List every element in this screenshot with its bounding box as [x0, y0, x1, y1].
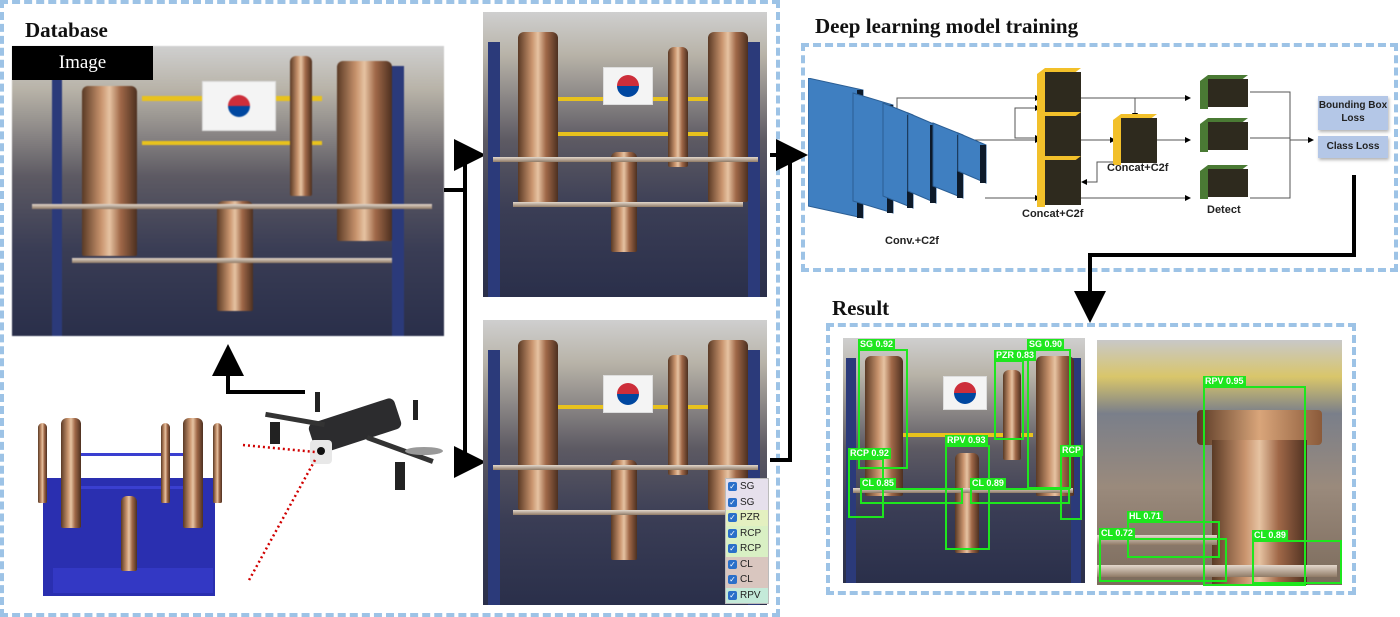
- frame-photo: [483, 12, 767, 297]
- detection-box: RCP: [1060, 445, 1084, 520]
- detection-box: RPV 0.95: [1203, 376, 1306, 586]
- detect-label: Detect: [1207, 204, 1241, 216]
- checkbox-icon[interactable]: ✓: [728, 513, 737, 523]
- annotation-class-item[interactable]: ✓SG: [726, 494, 768, 510]
- annotation-class-list: ✓SG✓SG✓PZR✓RCP✓RCP✓CL✓CL✓RPV: [725, 478, 769, 604]
- detection-label: RCP 0.92: [848, 448, 891, 459]
- annotation-class-item[interactable]: ✓PZR: [726, 510, 768, 526]
- backbone-label: Conv.+C2f: [885, 235, 939, 247]
- raw-plant-photo: [12, 46, 444, 336]
- checkbox-icon[interactable]: ✓: [728, 590, 737, 600]
- class-label: PZR: [740, 512, 760, 524]
- detection-box: CL 0.89: [970, 478, 1070, 504]
- class-label: CL: [740, 558, 753, 570]
- annotation-class-item[interactable]: ✓SG: [726, 479, 768, 495]
- detection-label: CL 0.89: [1252, 530, 1288, 541]
- checkbox-icon[interactable]: ✓: [728, 544, 737, 554]
- checkbox-icon[interactable]: ✓: [728, 497, 737, 507]
- class-label: CL: [740, 574, 753, 586]
- backbone-layers: [807, 77, 988, 228]
- annotation-class-item[interactable]: ✓CL: [726, 572, 768, 588]
- class-label: RCP: [740, 543, 762, 555]
- backbone-layer-side: [980, 145, 986, 183]
- class-loss: Class Loss: [1318, 136, 1388, 158]
- detection-label: RCP: [1060, 445, 1084, 456]
- class-label: RPV: [740, 589, 761, 601]
- detection-box: CL 0.85: [860, 478, 963, 504]
- annotation-class-item[interactable]: ✓RPV: [726, 587, 768, 603]
- detection-label: SG 0.92: [858, 339, 896, 350]
- detection-box: PZR 0.83: [994, 350, 1037, 440]
- result-title: Result: [832, 296, 890, 320]
- detection-box: RPV 0.93: [945, 435, 990, 550]
- detection-label: RPV 0.95: [1203, 376, 1246, 387]
- result-panel-border: [826, 323, 1356, 595]
- checkbox-icon[interactable]: ✓: [728, 559, 737, 569]
- training-title: Deep learning model training: [815, 14, 1079, 38]
- plant-3d-model: [33, 418, 225, 596]
- detection-label: CL 0.72: [1099, 528, 1135, 539]
- image-label: Image: [12, 46, 153, 80]
- checkbox-icon[interactable]: ✓: [728, 575, 737, 585]
- class-label: RCP: [740, 527, 762, 539]
- detection-label: CL 0.89: [970, 478, 1006, 489]
- bounding-box-loss: Bounding Box Loss: [1318, 96, 1388, 130]
- detection-box: CL 0.72: [1099, 528, 1227, 582]
- detection-box: CL 0.89: [1252, 530, 1342, 584]
- annotated-photo: [483, 320, 767, 605]
- annotation-class-item[interactable]: ✓CL: [726, 556, 768, 572]
- neck-label-concat-c2f: Concat+C2f: [1022, 208, 1084, 220]
- drone-image: [265, 392, 445, 502]
- database-title: Database: [25, 18, 108, 42]
- checkbox-icon[interactable]: ✓: [728, 482, 737, 492]
- neck-label-concat-c2f-2: Concat+C2f: [1107, 162, 1169, 174]
- detection-label: PZR 0.83: [994, 350, 1037, 361]
- detection-label: CL 0.85: [860, 478, 896, 489]
- class-label: SG: [740, 481, 755, 493]
- checkbox-icon[interactable]: ✓: [728, 528, 737, 538]
- detection-label: RPV 0.93: [945, 435, 988, 446]
- detection-label: SG 0.90: [1027, 339, 1065, 350]
- annotation-class-item[interactable]: ✓RCP: [726, 525, 768, 541]
- class-label: SG: [740, 496, 755, 508]
- annotation-class-item[interactable]: ✓RCP: [726, 541, 768, 557]
- detection-label: HL 0.71: [1127, 511, 1163, 522]
